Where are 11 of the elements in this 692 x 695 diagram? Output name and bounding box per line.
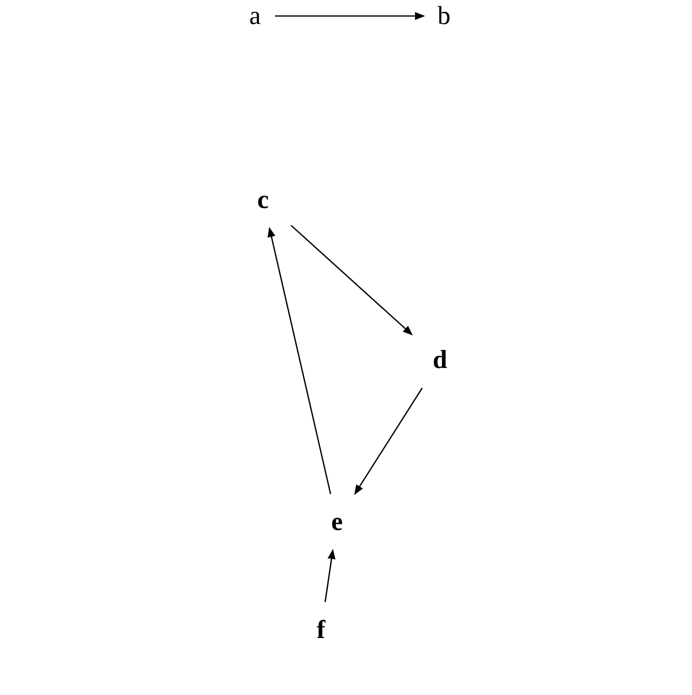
arrow: [290, 224, 413, 336]
node-label: d: [432, 347, 448, 373]
arrow: [275, 12, 425, 20]
arrow: [268, 227, 332, 494]
arrow: [354, 388, 423, 495]
node-label: c: [257, 187, 269, 213]
node-label: e: [331, 509, 343, 535]
arrow: [324, 549, 336, 602]
node-label: f: [316, 617, 326, 643]
node-label: b: [438, 3, 450, 29]
node-label: a: [249, 3, 261, 29]
